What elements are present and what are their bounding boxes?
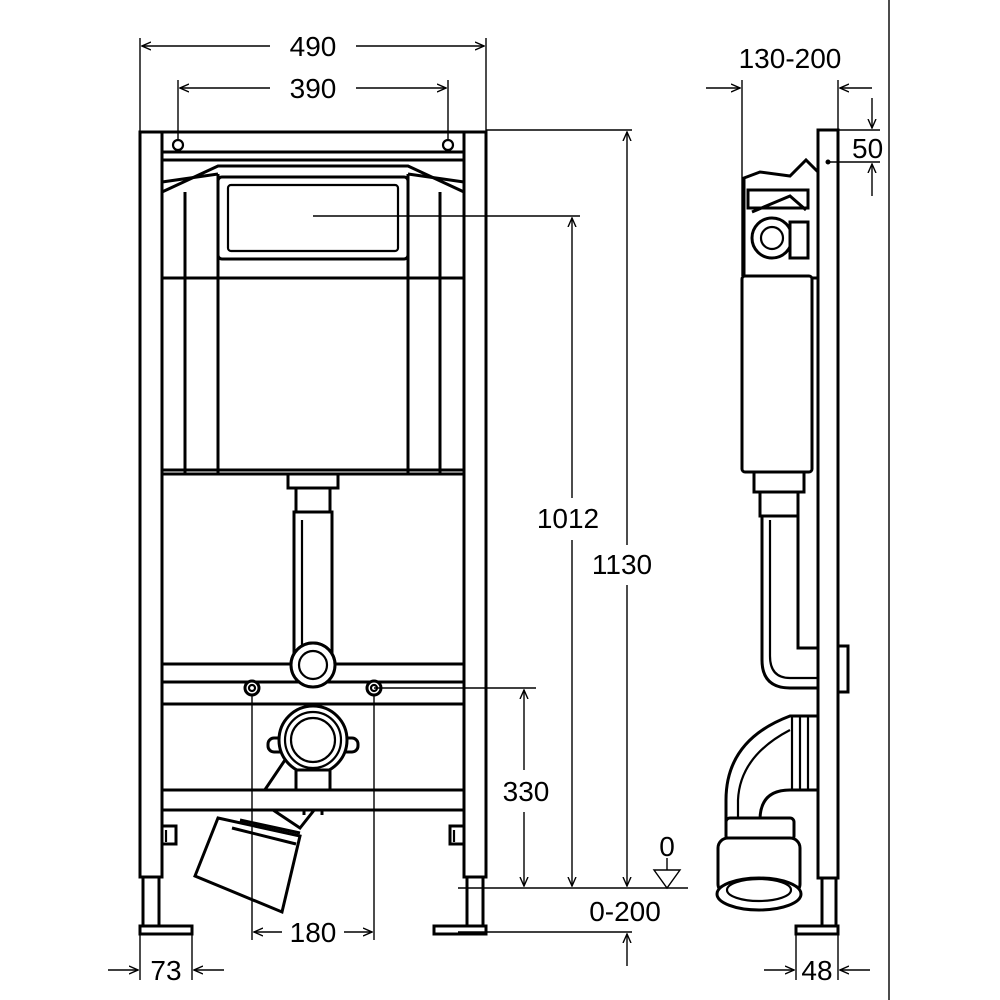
side-drain-bend [715, 714, 820, 912]
left-wc-bolt [243, 679, 261, 697]
front-view [138, 130, 488, 936]
dim-fixing-width: 390 [290, 73, 337, 104]
dim-leg-range: 0-200 [589, 896, 661, 927]
cistern-side [740, 274, 814, 474]
left-upright [138, 130, 164, 879]
wc-mounting-bar [160, 641, 466, 706]
bottom-crossbar [160, 788, 466, 812]
dimension-lines [108, 38, 880, 980]
side-upright [816, 128, 840, 880]
cistern [160, 164, 466, 476]
side-view [715, 128, 850, 936]
flush-valve-housing [742, 157, 820, 280]
dim-side-foot-width: 48 [801, 955, 832, 986]
feet [138, 824, 488, 936]
dim-floor-zero: 0 [659, 831, 675, 862]
dim-flush-height: 1012 [537, 503, 599, 534]
side-flush-pipe [752, 470, 850, 694]
dim-top-offset: 50 [852, 133, 883, 164]
dim-foot-width: 73 [150, 955, 181, 986]
dim-total-height: 1130 [592, 549, 652, 580]
flush-plate-opening [216, 175, 410, 261]
dim-fixing-height: 330 [503, 776, 550, 807]
dim-drain-offset: 180 [290, 917, 337, 948]
dim-depth-range: 130-200 [739, 43, 842, 74]
right-upright [462, 130, 488, 879]
drain-connection [193, 704, 360, 915]
dimension-labels: 490 390 130-200 50 1012 1130 330 0 0-200… [150, 31, 883, 986]
dim-total-width: 490 [290, 31, 337, 62]
